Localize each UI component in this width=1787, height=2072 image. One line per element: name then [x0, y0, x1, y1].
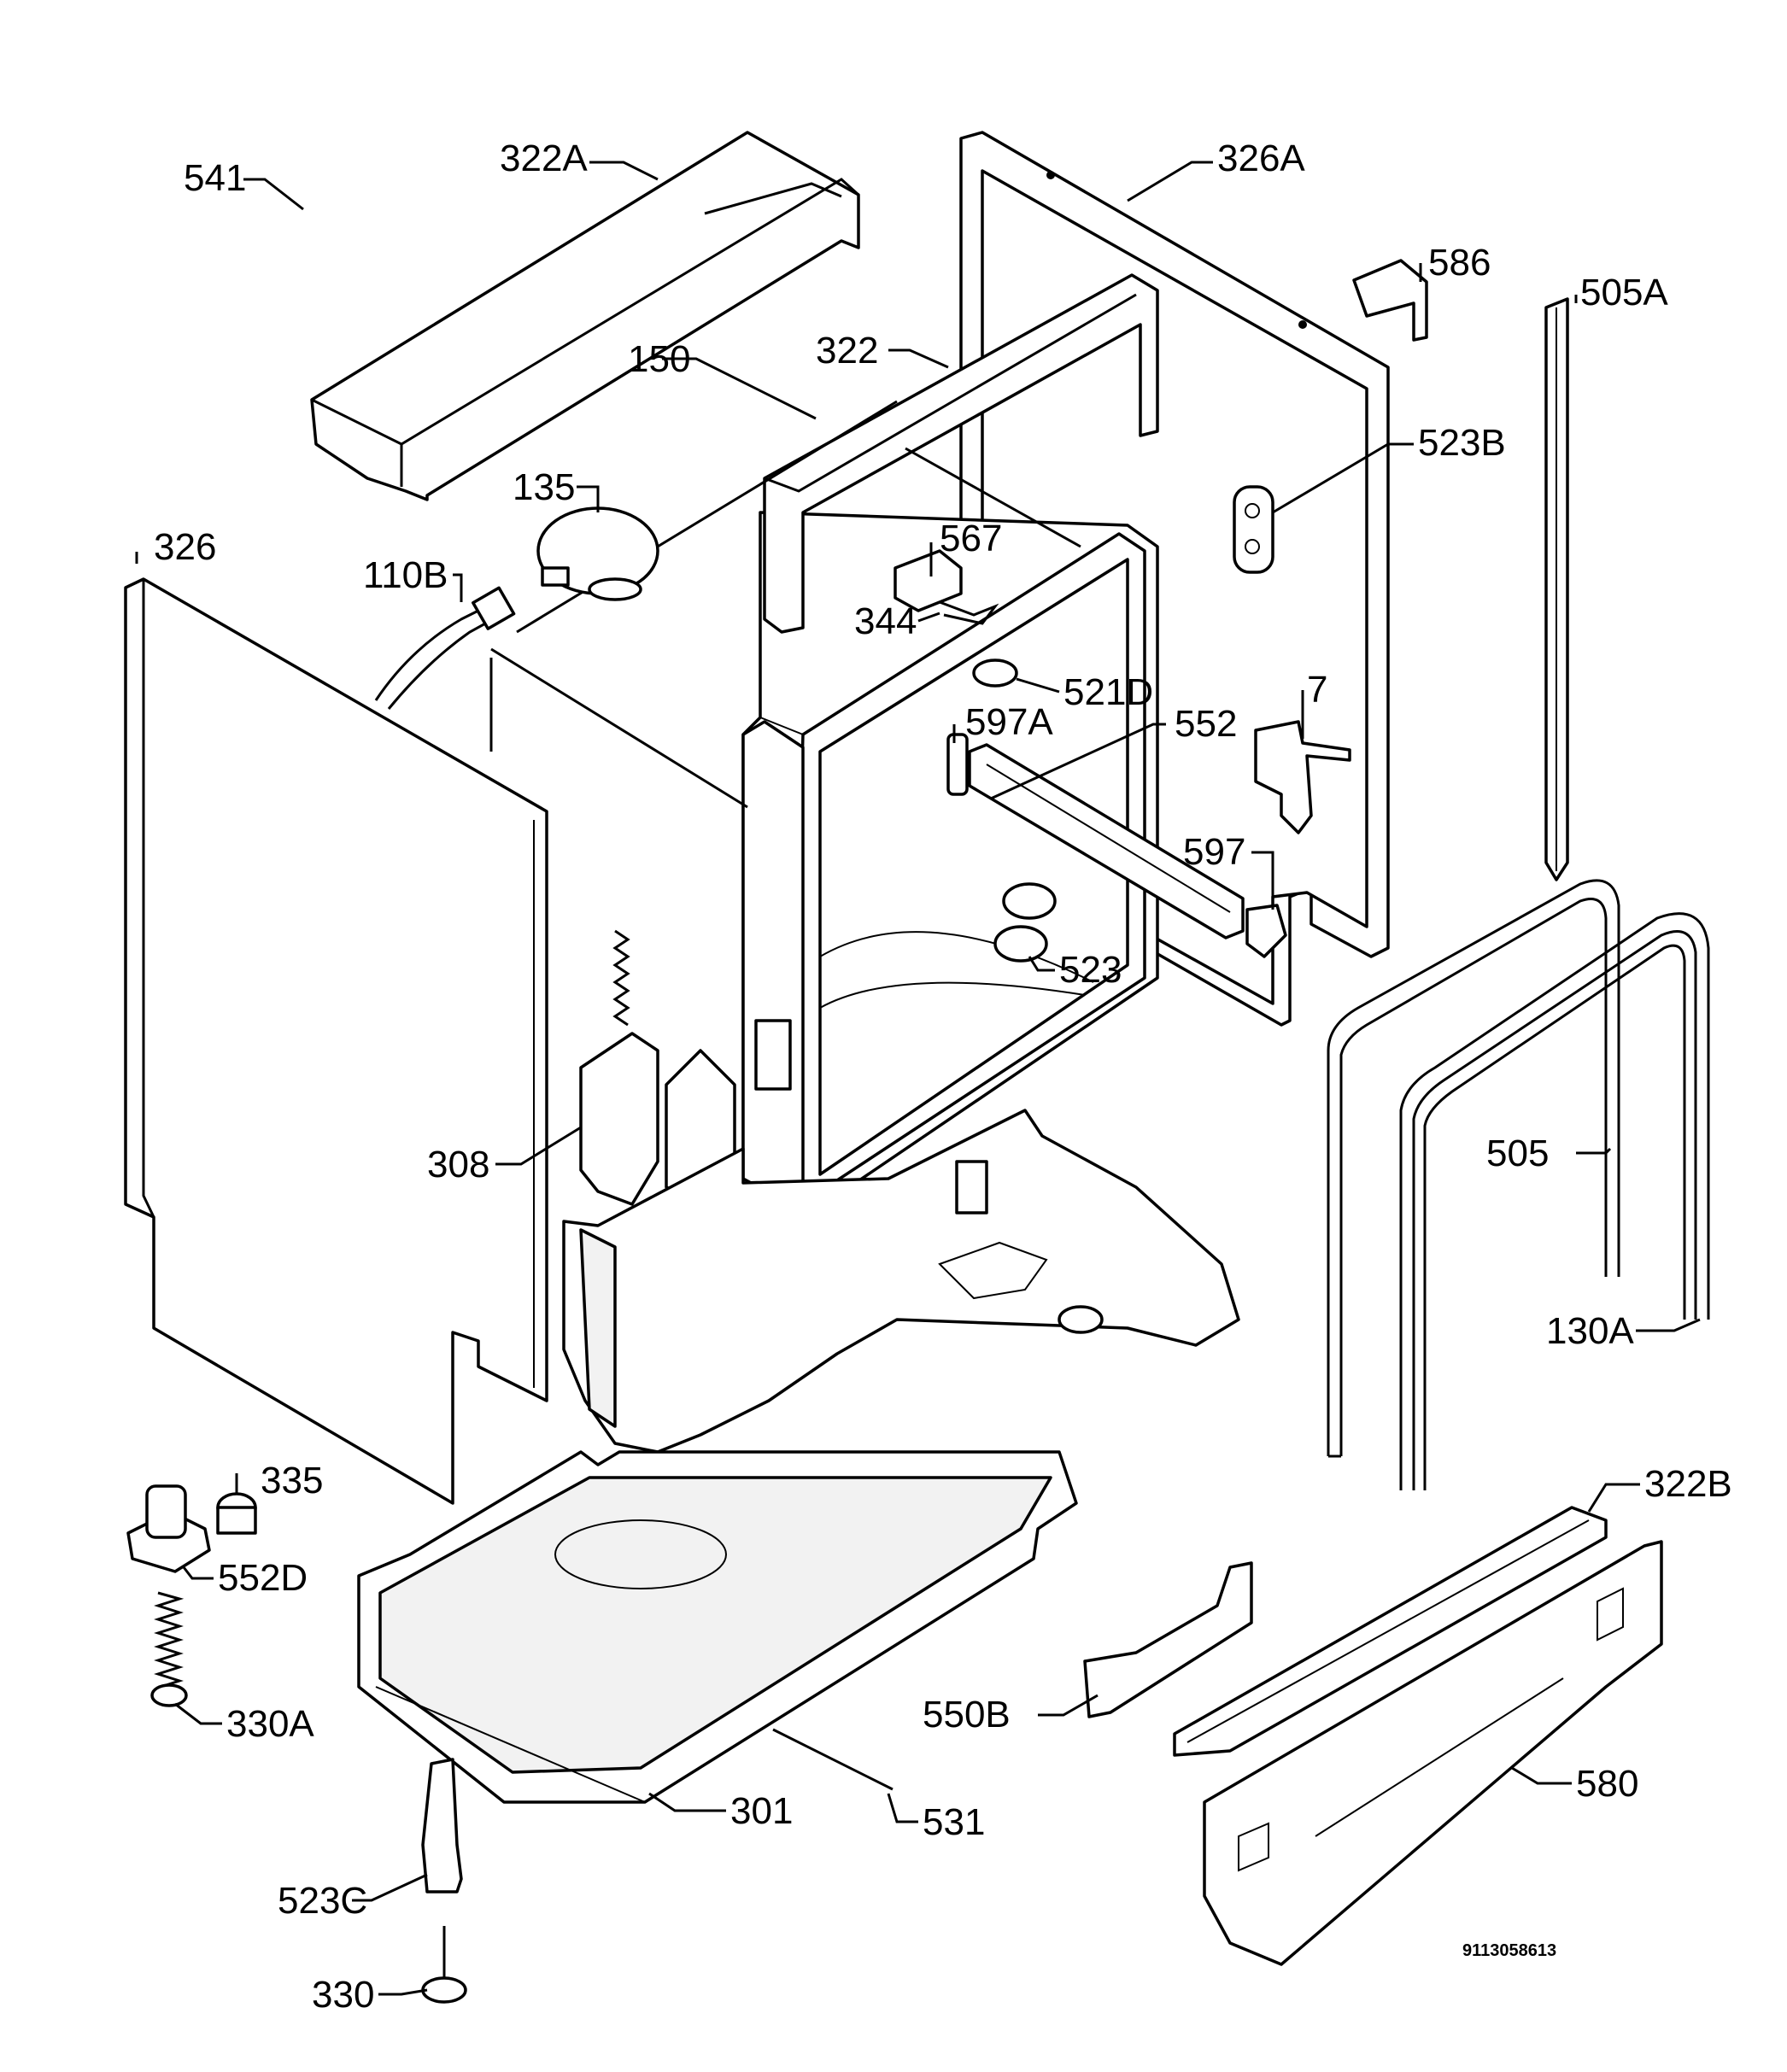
top-frame-322	[763, 273, 1159, 634]
callout-531: 531	[923, 1801, 985, 1843]
side-panel-326	[124, 577, 548, 1505]
callout-505a: 505A	[1580, 272, 1668, 313]
callout-150: 150	[628, 338, 690, 380]
rod-531	[772, 1728, 894, 1791]
callout-110b: 110B	[363, 554, 448, 596]
clip-597a	[946, 733, 969, 796]
callout-523b: 523B	[1418, 422, 1506, 464]
base-tray-301	[357, 1450, 1078, 1804]
callout-308: 308	[427, 1144, 489, 1185]
rail-322b	[1173, 1506, 1608, 1757]
callout-521d: 521D	[1063, 671, 1153, 713]
callout-552: 552	[1175, 703, 1237, 745]
door-lock-308	[579, 929, 736, 1206]
door-seal-505	[1327, 879, 1620, 1458]
callout-322a: 322A	[500, 138, 588, 179]
callout-344: 344	[854, 600, 917, 642]
callout-322: 322	[816, 330, 878, 372]
callout-326: 326	[154, 526, 216, 568]
callout-580: 580	[1576, 1763, 1638, 1805]
callout-322b: 322B	[1644, 1463, 1732, 1505]
bracket-7	[1254, 720, 1351, 834]
valve-523	[993, 882, 1057, 963]
callout-330a: 330A	[226, 1703, 314, 1745]
salt-cap-135	[536, 506, 659, 601]
callout-567: 567	[940, 518, 1002, 559]
callout-130a: 130A	[1546, 1310, 1634, 1352]
base-frame	[562, 1109, 1240, 1454]
callout-597: 597	[1183, 831, 1245, 873]
screw-330	[421, 1926, 467, 2004]
callout-550b: 550B	[923, 1694, 1011, 1735]
callout-523: 523	[1059, 949, 1122, 991]
float-switch-552d	[126, 1484, 211, 1573]
leader-lines	[135, 161, 1701, 1996]
hinge-523c	[421, 1758, 463, 1893]
clip-567-344	[894, 549, 999, 625]
callout-301: 301	[730, 1790, 793, 1832]
callout-597a: 597A	[965, 701, 1053, 743]
callout-586: 586	[1428, 242, 1491, 284]
callout-135: 135	[513, 466, 575, 508]
callout-7: 7	[1307, 669, 1327, 711]
callout-335: 335	[261, 1460, 323, 1501]
ring-521d	[972, 658, 1018, 688]
tub-outline	[489, 400, 1081, 809]
seal-130a	[1399, 912, 1710, 1490]
bracket-550b	[1083, 1561, 1253, 1718]
callout-326a: 326A	[1217, 138, 1305, 179]
callout-523c: 523C	[278, 1880, 367, 1922]
callout-330: 330	[312, 1974, 374, 2016]
gasket-523b	[1233, 485, 1274, 574]
seal-strip-505a	[1544, 297, 1569, 881]
document-id: 9113058613	[1462, 1941, 1556, 1960]
callout-labels: 541 322A 326A 586 505A 150 322 523B 135 …	[154, 138, 1732, 2016]
callout-552d: 552D	[218, 1557, 308, 1599]
nut-335	[216, 1492, 257, 1535]
rail-552	[968, 743, 1245, 939]
callout-505: 505	[1486, 1133, 1549, 1174]
callout-541: 541	[184, 157, 246, 199]
kickplate-580	[1203, 1540, 1663, 1966]
bracket-586	[1352, 259, 1428, 342]
top-bracket-322a	[310, 131, 860, 501]
hose-110b	[374, 586, 516, 710]
screw-330a	[150, 1591, 188, 1707]
